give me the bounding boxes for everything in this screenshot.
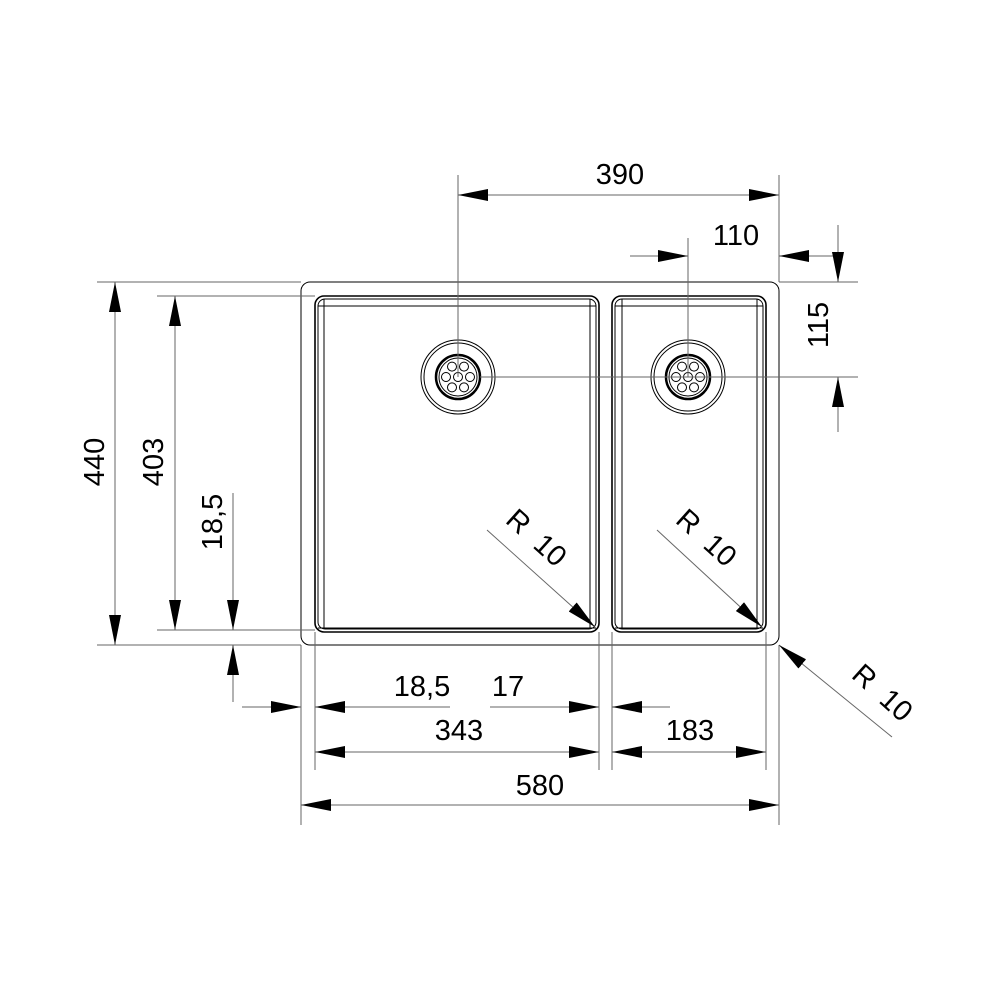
label-115: 115 — [803, 302, 835, 348]
left-bowl — [314, 295, 600, 633]
label-343: 343 — [435, 715, 483, 747]
label-17: 17 — [492, 671, 524, 703]
label-580: 580 — [516, 770, 564, 802]
radius-outer-leader — [778, 644, 893, 738]
label-440: 440 — [79, 438, 111, 486]
label-radius-right: R 10 — [670, 503, 743, 573]
sink-outer-rim — [300, 281, 780, 646]
dimension-lines — [109, 189, 893, 811]
radius-right-leader — [656, 529, 763, 628]
radius-left-leader — [486, 529, 596, 628]
right-bowl — [611, 295, 767, 633]
label-18-5-vertical: 18,5 — [197, 494, 229, 550]
label-radius-outer: R 10 — [846, 658, 919, 728]
label-403: 403 — [138, 438, 170, 486]
label-183: 183 — [666, 715, 714, 747]
extension-lines — [97, 175, 858, 825]
label-18-5-horizontal: 18,5 — [394, 671, 450, 703]
label-390: 390 — [596, 159, 644, 191]
label-radius-left: R 10 — [500, 503, 573, 573]
label-110: 110 — [713, 220, 759, 252]
